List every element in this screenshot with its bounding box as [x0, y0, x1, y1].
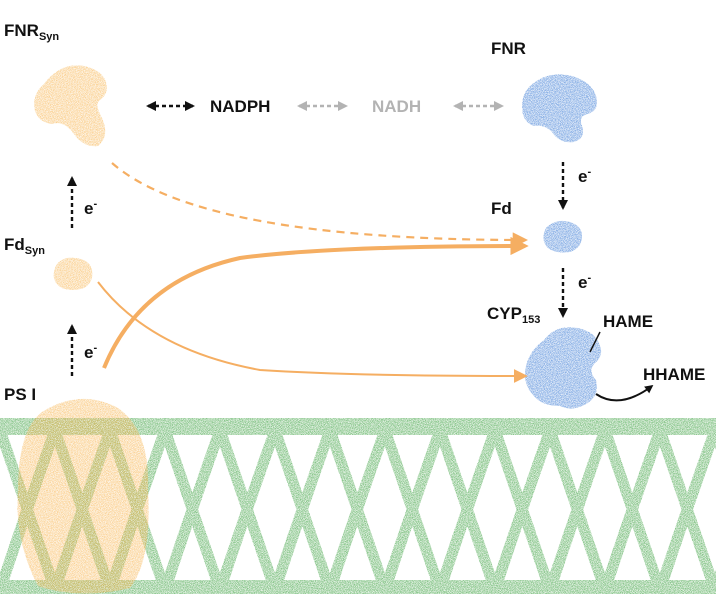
- fnrsyn-to-fd-dashed-arrow: [111, 162, 529, 248]
- fnr-syn-label: FNRSyn: [4, 21, 60, 43]
- electron-label-lower-left: e-: [84, 342, 98, 362]
- photosystem-complex-icon: [17, 398, 149, 594]
- hame-label: HAME: [603, 312, 654, 331]
- electron-label-lower-right: e-: [578, 272, 592, 292]
- fd-syn-blob-icon: [53, 257, 93, 290]
- electron-label-upper-right: e-: [578, 166, 592, 186]
- nadh-label: NADH: [372, 97, 422, 116]
- fnr-label: FNR: [491, 39, 526, 58]
- membrane-bottom-edge: [0, 580, 716, 594]
- ps1-label: PS I: [4, 385, 37, 404]
- cyp153-label: CYP153: [487, 304, 541, 326]
- fd-syn-label: FdSyn: [4, 235, 45, 257]
- fdsyn-to-cyp-arrow: [97, 281, 528, 383]
- ps1-complex: [17, 398, 149, 594]
- fnr-blob-icon: [522, 74, 597, 143]
- membrane-top-edge: [0, 418, 716, 434]
- hame-pointer-line: [589, 331, 601, 353]
- ps1-to-fd-thick-arrow: [102, 236, 529, 369]
- electron-label-upper-left: e-: [84, 198, 98, 218]
- hhame-product-arrow: [595, 384, 654, 402]
- cyp153-blob-icon: [525, 327, 602, 409]
- fd-label: Fd: [491, 199, 512, 218]
- nadph-label: NADPH: [210, 97, 271, 116]
- hhame-label: HHAME: [643, 365, 706, 384]
- fnr-syn-blob-icon: [34, 65, 107, 147]
- fd-blob-icon: [543, 220, 582, 253]
